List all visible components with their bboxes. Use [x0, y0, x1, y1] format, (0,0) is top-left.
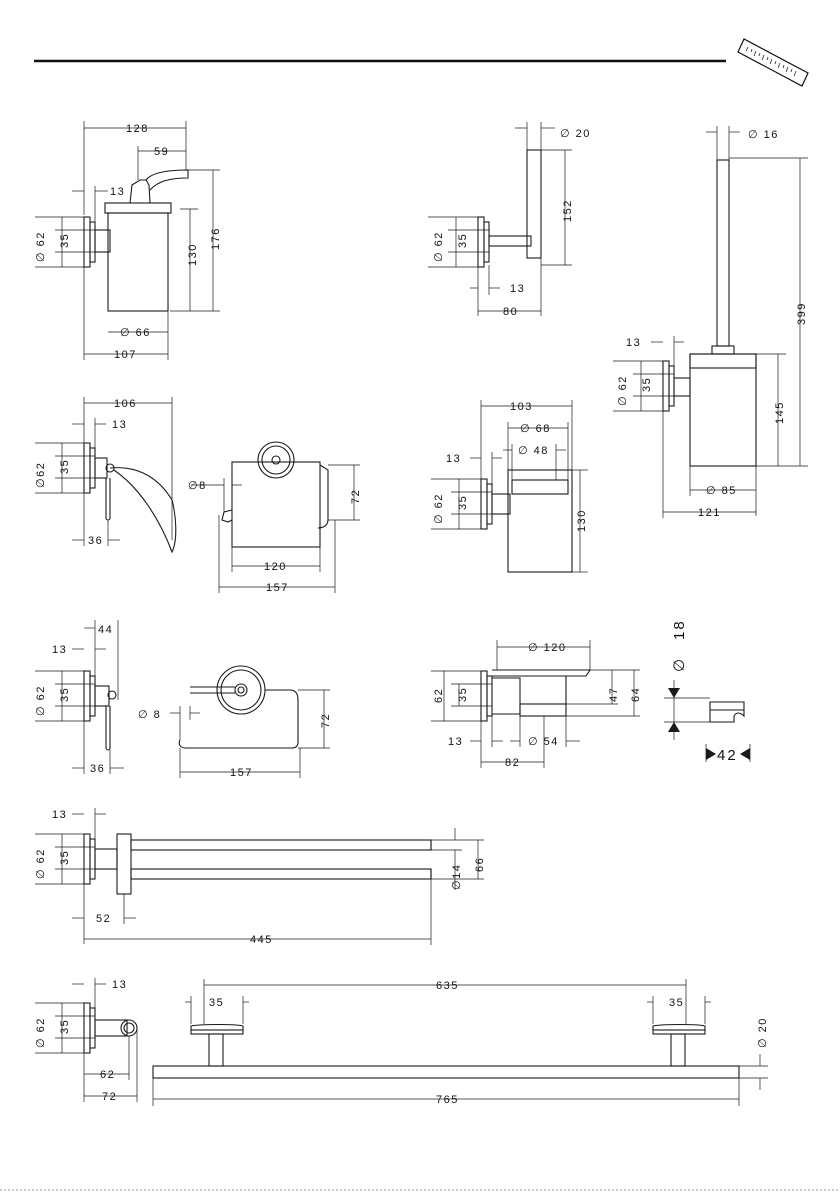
- shower-d18: 18: [671, 619, 688, 640]
- soap-dispenser-drawing: 128 59 13 ∅ 62 35 130 176 ∅ 66 107: [35, 121, 222, 361]
- roll-holder-side-drawing: 44 13 ∅ 62 35 36: [35, 620, 124, 775]
- cover-d157: 157: [266, 582, 289, 594]
- brush-d62: ∅ 62: [617, 375, 629, 406]
- double-towel-holder-drawing: 13 ∅ 62 35 ∅14 66 52 445: [35, 808, 486, 946]
- shower-diameter: ∅: [671, 657, 688, 672]
- soap-d59: 59: [154, 146, 169, 158]
- hook-d152: 152: [562, 199, 574, 222]
- towel2-d13: 13: [52, 809, 67, 821]
- toilet-brush-holder-drawing: ∅ 16 399 145 13 ∅ 62 35 ∅ 85 121: [613, 126, 808, 519]
- bar-d635: 635: [436, 980, 459, 992]
- brush-d85: ∅ 85: [706, 485, 737, 497]
- dish-d35: 35: [457, 687, 469, 702]
- towel2-d66: 66: [474, 857, 486, 872]
- roll-side-d36: 36: [90, 763, 105, 775]
- soap-d107: 107: [114, 349, 137, 361]
- roll-holder-cover-drawing: ∅8 72 120 157: [188, 442, 362, 594]
- bar-d35b: 35: [669, 997, 684, 1009]
- dish-d54: ∅ 54: [528, 736, 559, 748]
- soap-d128: 128: [126, 123, 149, 135]
- soap-d66: ∅ 66: [120, 327, 151, 339]
- hook-d80: 80: [503, 306, 518, 318]
- hook-d62: ∅ 62: [433, 231, 445, 262]
- bar-d62b: 62: [100, 1069, 115, 1081]
- soap-d35: 35: [59, 233, 71, 248]
- tumbler-d130: 130: [576, 509, 588, 532]
- towel-bar-drawing: 13 ∅ 62 35 62 72 635 35 35 ∅ 20 765: [35, 978, 769, 1106]
- tumbler-d62: ∅ 62: [433, 493, 445, 524]
- roll-d157: 157: [230, 767, 253, 779]
- brush-d16: ∅ 16: [748, 129, 779, 141]
- dish-d62: 62: [433, 688, 445, 703]
- bar-d62: ∅ 62: [35, 1017, 47, 1048]
- shower-holder-drawing: 18 ∅ 42: [664, 619, 750, 764]
- ruler-icon: [738, 39, 808, 86]
- tumbler-holder-drawing: 103 ∅ 68 ∅ 48 13 ∅ 62 35 130: [431, 400, 588, 572]
- brush-d13: 13: [626, 337, 641, 349]
- tumbler-d35: 35: [457, 495, 469, 510]
- spare-roll-holder-drawing: 106 13 ∅62 35 36: [35, 397, 176, 552]
- roll-side-d44: 44: [98, 624, 113, 636]
- towel2-d52: 52: [96, 913, 111, 925]
- robe-hook-drawing: ∅ 20 152 ∅ 62 35 13 80: [428, 122, 591, 318]
- brush-d35: 35: [641, 377, 653, 392]
- towel2-d62: ∅ 62: [35, 848, 47, 879]
- brush-d145: 145: [774, 401, 786, 424]
- soap-d130: 130: [187, 243, 199, 266]
- bar-d20: ∅ 20: [757, 1017, 769, 1048]
- cover-d72: 72: [350, 489, 362, 504]
- roll-holder-front-drawing: ∅ 8 72 157: [138, 666, 332, 779]
- cover-d120: 120: [264, 561, 287, 573]
- bar-d72: 72: [102, 1091, 117, 1103]
- cover-d8: ∅8: [188, 480, 207, 492]
- soap-dish-drawing: ∅ 120 62 35 47 64 13 ∅ 54 82: [431, 640, 642, 769]
- hook-d35: 35: [457, 233, 469, 248]
- towel2-d35: 35: [59, 850, 71, 865]
- dish-d13: 13: [448, 736, 463, 748]
- spare-d36: 36: [88, 535, 103, 547]
- dish-d47: 47: [608, 687, 620, 702]
- tumbler-d48: ∅ 48: [518, 445, 549, 457]
- roll-side-d13: 13: [52, 644, 67, 656]
- towel2-d445: 445: [250, 934, 273, 946]
- dish-d82: 82: [505, 757, 520, 769]
- brush-d399: 399: [796, 302, 808, 325]
- tumbler-d68: ∅ 68: [520, 423, 551, 435]
- hook-d20: ∅ 20: [560, 128, 591, 140]
- hook-d13: 13: [510, 283, 525, 295]
- tumbler-d13: 13: [446, 453, 461, 465]
- dish-d64: 64: [630, 687, 642, 702]
- soap-d13: 13: [110, 186, 125, 198]
- roll-d72: 72: [320, 713, 332, 728]
- soap-d176: 176: [210, 227, 222, 250]
- bar-d35: 35: [59, 1019, 71, 1034]
- spare-d62: ∅62: [35, 462, 47, 488]
- soap-d62: ∅ 62: [35, 231, 47, 262]
- roll-d8: ∅ 8: [138, 709, 161, 721]
- towel2-d14: ∅14: [451, 864, 463, 890]
- bar-d765: 765: [436, 1094, 459, 1106]
- spare-d13: 13: [112, 419, 127, 431]
- tumbler-d103: 103: [510, 401, 533, 413]
- bar-d13: 13: [112, 979, 127, 991]
- shower-d42: 42: [717, 747, 738, 764]
- brush-d121: 121: [698, 507, 721, 519]
- bar-d35a: 35: [209, 997, 224, 1009]
- spare-d106: 106: [114, 398, 137, 410]
- dish-d120: ∅ 120: [528, 642, 567, 654]
- spare-d35: 35: [59, 459, 71, 474]
- roll-side-d62: ∅ 62: [35, 685, 47, 716]
- roll-side-d35: 35: [59, 687, 71, 702]
